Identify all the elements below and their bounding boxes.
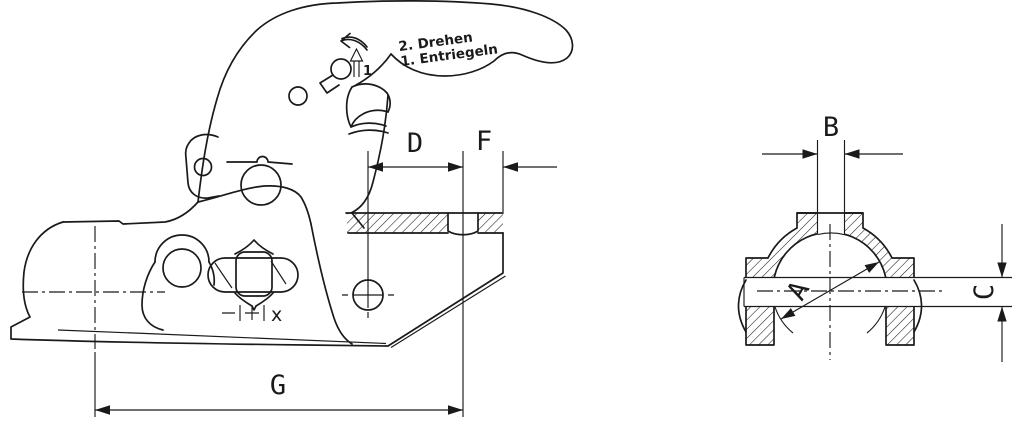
handle-outline — [197, 0, 574, 203]
dim-label-b: B — [823, 112, 839, 143]
ball-cavity-circle — [162, 248, 202, 288]
dim-c-arrow-bottom — [997, 306, 1007, 322]
dim-a-arrow-upper — [864, 262, 879, 273]
dim-b-arrow-left — [802, 149, 818, 159]
latch-beak-front — [345, 86, 389, 128]
dim-c-arrow-top — [997, 262, 1007, 278]
top-slot-cutout — [817, 206, 845, 234]
socket-outline — [10, 221, 504, 347]
adjustment-mark: x — [222, 304, 282, 326]
socket-top-edge — [62, 201, 199, 225]
instruction-text: 2. Drehen 1. Entriegeln — [398, 29, 499, 69]
dim-d-arrow-left — [368, 162, 383, 172]
rotate-arrow-icon — [340, 32, 368, 51]
adjustment-mark-label: x — [271, 304, 282, 326]
knob-square — [235, 251, 273, 297]
knob-finial — [234, 239, 274, 311]
dim-label-c: C — [969, 284, 1000, 300]
coupling-side-view: 1 2. Drehen 1. Entriegeln — [10, 0, 574, 417]
latch-beak — [351, 83, 391, 113]
cavity-hood-left-edge — [141, 261, 164, 331]
dim-f-arrow — [503, 162, 518, 172]
dim-d-arrow-right — [448, 162, 463, 172]
handle-hole — [288, 86, 308, 106]
dim-g-arrow-right — [448, 405, 463, 415]
coupling-front-section-view: A B C — [737, 112, 1012, 362]
latch-beak-band — [348, 122, 389, 135]
flange-hatch-right — [478, 213, 503, 233]
dim-b-arrow-right — [844, 149, 860, 159]
pivot-seat-line — [226, 155, 293, 165]
release-knob-wedge — [319, 74, 340, 94]
chamfer-inner-line — [390, 275, 506, 348]
ball-cavity-hood — [154, 234, 210, 263]
oval-slot — [207, 257, 299, 293]
head-right-edge — [350, 94, 389, 214]
inner-sphere-arc-right — [866, 306, 886, 334]
handle-inner-edge — [355, 53, 392, 86]
flange-bar-edges — [345, 212, 504, 234]
side-tab — [184, 133, 220, 199]
dim-label-d: D — [407, 128, 423, 159]
dim-g-arrow-left — [95, 405, 110, 415]
unlock-arrow-icon — [353, 61, 360, 77]
head-bottom-edge — [197, 185, 312, 225]
dim-line-a — [780, 261, 880, 320]
cavity-hood-right-edge — [208, 261, 216, 286]
inner-sphere-arc-left — [774, 306, 794, 334]
unlock-arrow-head — [349, 47, 364, 62]
right-flap — [913, 279, 923, 333]
dim-a-arrow-lower — [781, 308, 796, 319]
dim-label-f: F — [476, 126, 492, 157]
pivot-circle — [240, 164, 282, 206]
dim-label-g: G — [270, 370, 286, 401]
slot-side-lines — [816, 140, 846, 234]
release-knob-circle — [330, 58, 352, 80]
oval-slot-right-detail — [270, 260, 287, 285]
socket-bottom-inner-line — [57, 329, 387, 345]
oval-slot-left-detail — [214, 262, 233, 289]
side-tab-hole — [193, 157, 213, 177]
slot-bottom-arc — [817, 232, 845, 236]
body-crease-line — [310, 223, 353, 345]
arrow-step-label: 1 — [363, 64, 372, 79]
flange-hatch-left — [347, 213, 448, 233]
